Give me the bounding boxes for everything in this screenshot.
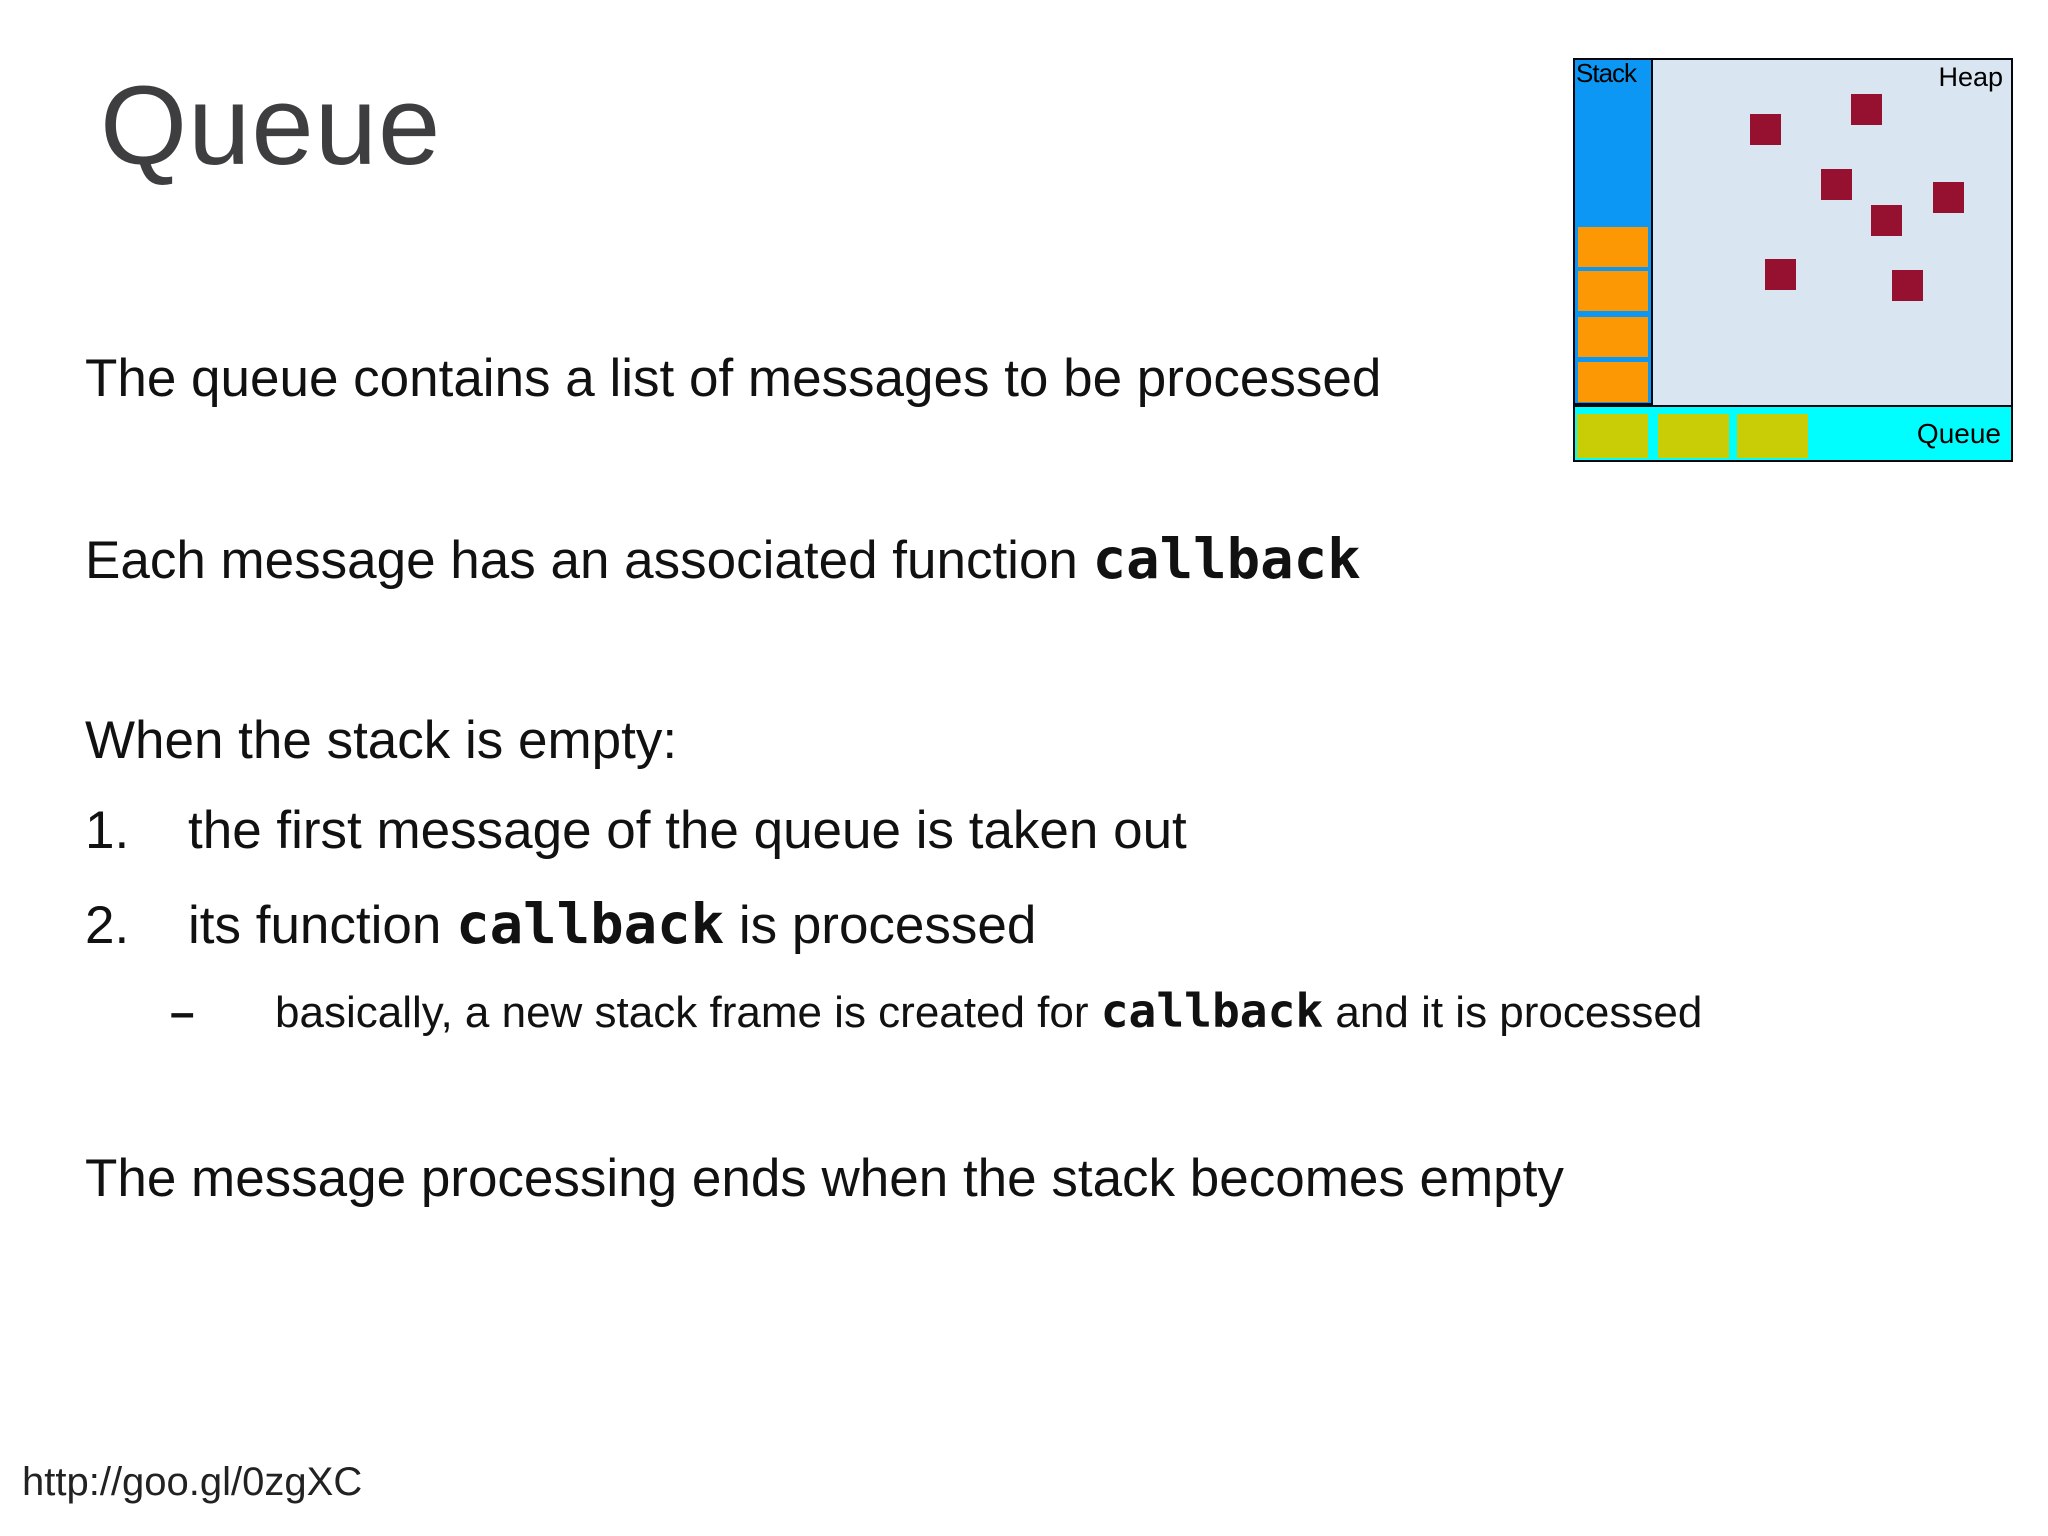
list-item-2: 2. its function callback is processed [85, 897, 1036, 953]
stack-frame [1578, 317, 1648, 357]
heap-object [1871, 205, 1902, 236]
stack-frame [1578, 271, 1648, 311]
stack-frame [1578, 227, 1648, 267]
sub-bullet-text: basically, a new stack frame is created … [275, 988, 1702, 1037]
heap-object [1933, 182, 1964, 213]
list-item-2-number: 2. [85, 896, 130, 955]
queue-message [1658, 414, 1729, 458]
stack-region: Stack [1573, 58, 1653, 405]
heap-label: Heap [1938, 62, 2003, 92]
list-item-2-text: its function callback is processed [188, 896, 1036, 955]
queue-label: Queue [1916, 417, 2001, 449]
queue-message [1737, 414, 1808, 458]
heap-object [1765, 259, 1796, 290]
sub-bullet-suffix: and it is processed [1323, 988, 1703, 1037]
code-callback: callback [1092, 527, 1361, 592]
stack-frame [1578, 362, 1648, 402]
queue-region: Queue [1573, 405, 2013, 462]
heap-region: Heap [1653, 58, 2013, 405]
code-callback: callback [1100, 984, 1324, 1038]
sub-bullet: – basically, a new stack frame is created… [170, 988, 1702, 1035]
queue-message [1577, 414, 1648, 458]
list-item-1: 1. the first message of the queue is take… [85, 804, 1187, 857]
heap-object [1851, 94, 1882, 125]
page-title: Queue [100, 63, 442, 188]
heap-object [1750, 114, 1781, 145]
code-callback: callback [456, 892, 725, 957]
stack-label: Stack [1576, 58, 1637, 88]
paragraph-message-callback-text: Each message has an associated function [85, 531, 1093, 590]
list-item-1-text: the first message of the queue is taken … [188, 801, 1187, 860]
paragraph-message-callback: Each message has an associated function … [85, 532, 1361, 588]
footer-url: http://goo.gl/0zgXC [22, 1460, 363, 1504]
event-loop-diagram: Stack Heap Queue [1573, 58, 2013, 462]
heap-object [1892, 270, 1923, 301]
list-item-2-prefix: its function [188, 896, 457, 955]
list-item-2-suffix: is processed [724, 896, 1037, 955]
paragraph-stack-empty: When the stack is empty: [85, 711, 678, 770]
paragraph-processing-ends: The message processing ends when the sta… [85, 1149, 1564, 1208]
list-item-1-number: 1. [85, 801, 130, 860]
sub-bullet-dash: – [170, 988, 195, 1037]
heap-object [1821, 169, 1852, 200]
sub-bullet-prefix: basically, a new stack frame is created … [275, 988, 1101, 1037]
paragraph-queue-messages: The queue contains a list of messages to… [85, 349, 1382, 408]
